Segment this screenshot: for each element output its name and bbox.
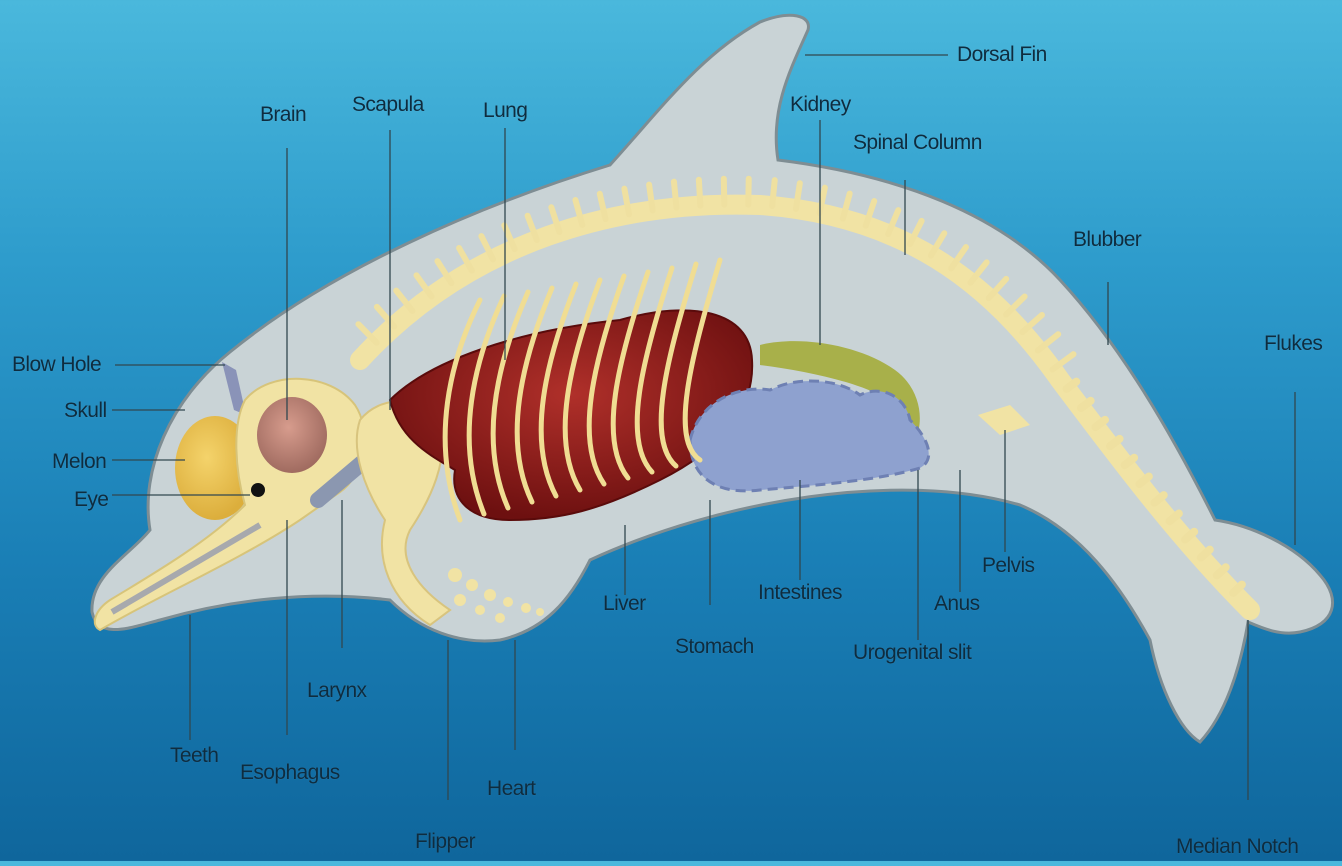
label-eye: Eye [74, 489, 108, 510]
label-flipper: Flipper [415, 831, 475, 852]
vertebra [796, 183, 800, 209]
vertebra [674, 182, 677, 208]
label-heart: Heart [487, 778, 535, 799]
brain [257, 397, 327, 473]
label-flukes: Flukes [1264, 333, 1322, 354]
eye [251, 483, 265, 497]
label-dorsal-fin: Dorsal Fin [957, 44, 1047, 65]
vertebra [649, 185, 653, 211]
label-median-notch: Median Notch [1176, 836, 1298, 857]
label-blow-hole: Blow Hole [12, 354, 101, 375]
label-melon: Melon [52, 451, 106, 472]
label-urogenital-slit: Urogenital slit [853, 642, 971, 663]
label-scapula: Scapula [352, 94, 424, 115]
label-teeth: Teeth [170, 745, 218, 766]
vertebra [699, 180, 700, 206]
vertebra [772, 180, 775, 206]
label-kidney: Kidney [790, 94, 851, 115]
label-skull: Skull [64, 400, 107, 421]
intestines [690, 381, 929, 491]
label-intestines: Intestines [758, 582, 842, 603]
label-anus: Anus [934, 593, 979, 614]
label-blubber: Blubber [1073, 229, 1141, 250]
label-lung: Lung [483, 100, 527, 121]
label-stomach: Stomach [675, 636, 754, 657]
label-esophagus: Esophagus [240, 762, 340, 783]
label-larynx: Larynx [307, 680, 366, 701]
label-pelvis: Pelvis [982, 555, 1034, 576]
label-spinal-column: Spinal Column [853, 132, 982, 153]
label-brain: Brain [260, 104, 306, 125]
label-liver: Liver [603, 593, 646, 614]
